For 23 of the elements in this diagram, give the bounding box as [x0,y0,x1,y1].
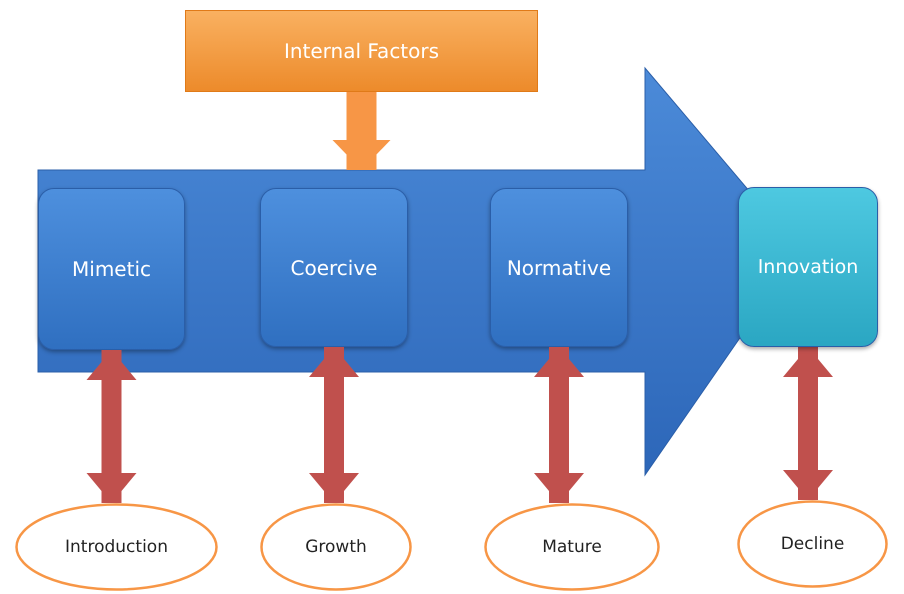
box-label: Innovation [758,256,858,278]
block-arrow [86,350,136,503]
box-label: Normative [506,256,612,280]
block-arrow [783,347,833,500]
stage-box [490,188,628,347]
phase-ellipse [15,503,218,591]
stage-box [738,187,878,347]
box-label: Mimetic [72,257,151,281]
phase-label: Growth [305,537,367,557]
factor-box [185,10,538,92]
block-arrow [309,347,359,503]
stage-box [38,188,185,350]
phase-ellipse [260,503,412,591]
phase-label: Decline [780,534,844,554]
block-arrow [332,92,390,170]
box-label: Coercive [290,256,378,280]
phase-ellipse [484,503,660,591]
block-arrow [534,347,584,503]
phase-label: Introduction [65,537,168,557]
box-label: Internal Factors [284,39,440,63]
phase-label: Mature [542,537,602,557]
stage-box [260,188,408,347]
phase-ellipse [737,500,888,588]
